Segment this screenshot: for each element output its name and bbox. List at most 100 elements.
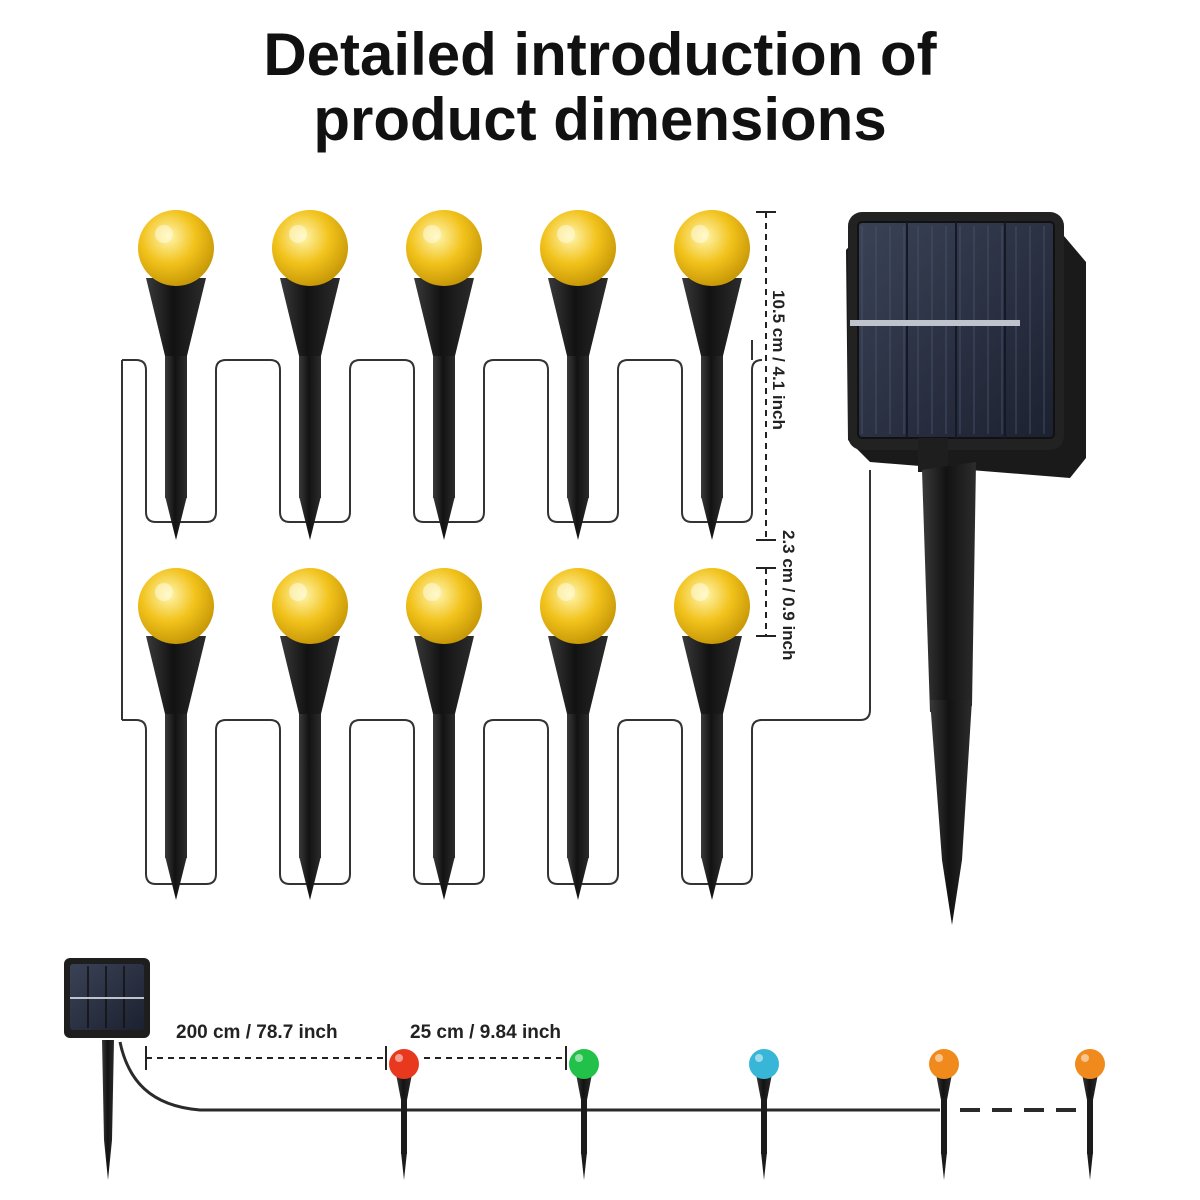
stake-tip <box>761 1152 767 1180</box>
bulb-highlight <box>289 225 307 243</box>
stake-cup <box>548 636 608 718</box>
warm-bulb <box>540 210 616 286</box>
warm-bulb <box>138 568 214 644</box>
stake-cup <box>756 1074 772 1100</box>
stake-shaft <box>567 356 589 498</box>
colored-bulb <box>569 1049 599 1079</box>
light-stake <box>138 210 214 540</box>
colored-bulb <box>389 1049 419 1079</box>
bulb-spacing-label: 25 cm / 9.84 inch <box>410 1022 561 1043</box>
stake-cup <box>414 636 474 718</box>
demo-light-stake <box>569 1049 599 1180</box>
stake-shaft <box>581 1098 587 1154</box>
stake-cup <box>414 278 474 360</box>
stake-shaft <box>701 356 723 498</box>
bulb-highlight <box>1081 1054 1089 1062</box>
stake-cup <box>936 1074 952 1100</box>
stake-shaft <box>433 714 455 858</box>
stake-shaft <box>299 356 321 498</box>
stake-cup <box>682 278 742 360</box>
stake-shaft <box>941 1098 947 1154</box>
warm-bulb <box>406 210 482 286</box>
stake-tip <box>701 856 723 900</box>
warm-bulb <box>272 568 348 644</box>
warm-bulb <box>406 568 482 644</box>
stake-shaft <box>567 714 589 858</box>
page-title-line-2: product dimensions <box>313 86 887 153</box>
solar-panel <box>846 212 1086 478</box>
demo-cable <box>118 1041 940 1112</box>
bulb-diameter-label: 2.3 cm / 0.9 inch <box>779 530 798 660</box>
bulb-highlight <box>395 1054 403 1062</box>
stake-tip <box>299 856 321 900</box>
bulb-highlight <box>691 583 709 601</box>
stake-tip <box>401 1152 407 1180</box>
stake-tip <box>299 496 321 540</box>
lead-cable-label: 200 cm / 78.7 inch <box>176 1022 338 1043</box>
page-title-line-1: Detailed introduction of <box>263 21 937 88</box>
stake-height-dimension: 10.5 cm / 4.1 inch <box>756 211 788 541</box>
warm-bulb <box>674 568 750 644</box>
stake-shaft <box>701 714 723 858</box>
lead-cable-dimension: 200 cm / 78.7 inch <box>145 1022 387 1070</box>
demo-light-stake <box>1075 1049 1105 1180</box>
small-solar-panel <box>64 958 150 1180</box>
stake-shaft <box>761 1098 767 1154</box>
warm-bulb <box>540 568 616 644</box>
stake-shaft <box>433 356 455 498</box>
bulb-highlight <box>575 1054 583 1062</box>
bulb-diameter-dimension: 2.3 cm / 0.9 inch <box>756 530 798 660</box>
stake-cup <box>576 1074 592 1100</box>
light-stake <box>674 210 750 540</box>
warm-bulb <box>674 210 750 286</box>
stake-tip <box>567 856 589 900</box>
stake-cup <box>1082 1074 1098 1100</box>
stake-tip <box>581 1152 587 1180</box>
bulb-highlight <box>755 1054 763 1062</box>
bulb-highlight <box>423 225 441 243</box>
stake-cup <box>146 278 206 360</box>
bulb-spacing-dimension: 25 cm / 9.84 inch <box>410 1022 567 1070</box>
bulb-highlight <box>155 583 173 601</box>
wire-layer <box>121 340 871 885</box>
bulb-highlight <box>557 583 575 601</box>
colored-bulb <box>1075 1049 1105 1079</box>
solar-cells <box>861 222 1045 438</box>
stake-cup <box>280 636 340 718</box>
warm-bulb <box>272 210 348 286</box>
stake-cup <box>548 278 608 360</box>
light-stake <box>406 210 482 540</box>
light-stake <box>406 568 482 900</box>
light-stake <box>540 568 616 900</box>
demo-light-stakes <box>389 1049 1105 1180</box>
light-stake <box>138 568 214 900</box>
stake-tip <box>1087 1152 1093 1180</box>
colored-bulb <box>929 1049 959 1079</box>
wire-to-panel <box>751 340 871 721</box>
stake-tip <box>165 856 187 900</box>
bulb-highlight <box>289 583 307 601</box>
light-stake <box>272 210 348 540</box>
wire-upper <box>122 359 763 523</box>
demo-light-stake <box>929 1049 959 1180</box>
colored-bulb <box>749 1049 779 1079</box>
stake-shaft <box>1087 1098 1093 1154</box>
warm-bulb <box>138 210 214 286</box>
stake-shaft <box>165 714 187 858</box>
stake-cup <box>682 636 742 718</box>
stake-tip <box>433 496 455 540</box>
stake-tip <box>701 496 723 540</box>
stake-height-label: 10.5 cm / 4.1 inch <box>769 290 788 430</box>
stake-shaft <box>165 356 187 498</box>
stake-tip <box>941 1152 947 1180</box>
light-stake <box>272 568 348 900</box>
wire-lower <box>122 719 763 885</box>
demo-light-stake <box>749 1049 779 1180</box>
bulb-highlight <box>423 583 441 601</box>
stake-tip <box>165 496 187 540</box>
light-stake <box>674 568 750 900</box>
stake-shaft <box>401 1098 407 1154</box>
bulb-highlight <box>935 1054 943 1062</box>
bulb-highlight <box>691 225 709 243</box>
